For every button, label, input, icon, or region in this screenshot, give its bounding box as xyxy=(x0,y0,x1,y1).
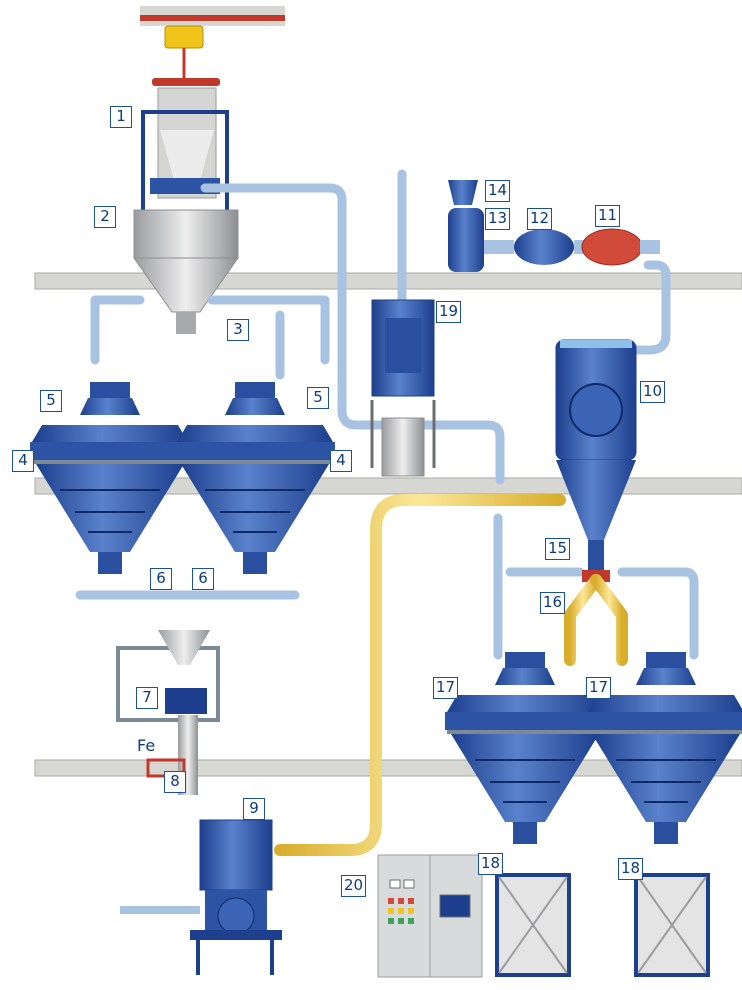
mill xyxy=(120,819,282,975)
label-17-right: 17 xyxy=(586,677,612,699)
label-9: 9 xyxy=(243,798,265,820)
control-panel xyxy=(377,854,483,978)
label-15: 15 xyxy=(545,538,571,560)
cyclone-receiver xyxy=(555,339,637,582)
label-18-right: 18 xyxy=(618,858,644,880)
label-5-right: 5 xyxy=(307,387,329,409)
overhead-hoist xyxy=(140,6,285,86)
label-8: 8 xyxy=(164,771,186,793)
label-4-left: 4 xyxy=(12,450,34,472)
label-16: 16 xyxy=(540,592,566,614)
label-14: 14 xyxy=(485,180,511,202)
label-1: 1 xyxy=(110,106,132,128)
label-6-right: 6 xyxy=(192,568,214,590)
label-4-right: 4 xyxy=(330,450,352,472)
dust-filter xyxy=(370,299,436,477)
iron-separator-label: Fe xyxy=(137,736,156,755)
label-2: 2 xyxy=(94,206,116,228)
blower-train xyxy=(448,180,660,272)
label-7: 7 xyxy=(136,687,158,709)
label-10: 10 xyxy=(640,381,666,403)
conveying-pipes xyxy=(75,169,699,660)
label-11: 11 xyxy=(595,205,621,227)
label-18-left: 18 xyxy=(478,853,504,875)
label-19: 19 xyxy=(436,301,462,323)
label-20: 20 xyxy=(341,875,367,897)
bag-filling-stations xyxy=(495,873,710,977)
label-3: 3 xyxy=(227,319,249,341)
label-13: 13 xyxy=(485,208,511,230)
label-17-left: 17 xyxy=(433,677,459,699)
label-12: 12 xyxy=(527,208,553,230)
flexible-lines xyxy=(149,334,666,866)
hopper xyxy=(133,209,239,334)
label-6-left: 6 xyxy=(150,568,172,590)
big-bag-station xyxy=(141,87,229,214)
label-5-left: 5 xyxy=(40,390,62,412)
